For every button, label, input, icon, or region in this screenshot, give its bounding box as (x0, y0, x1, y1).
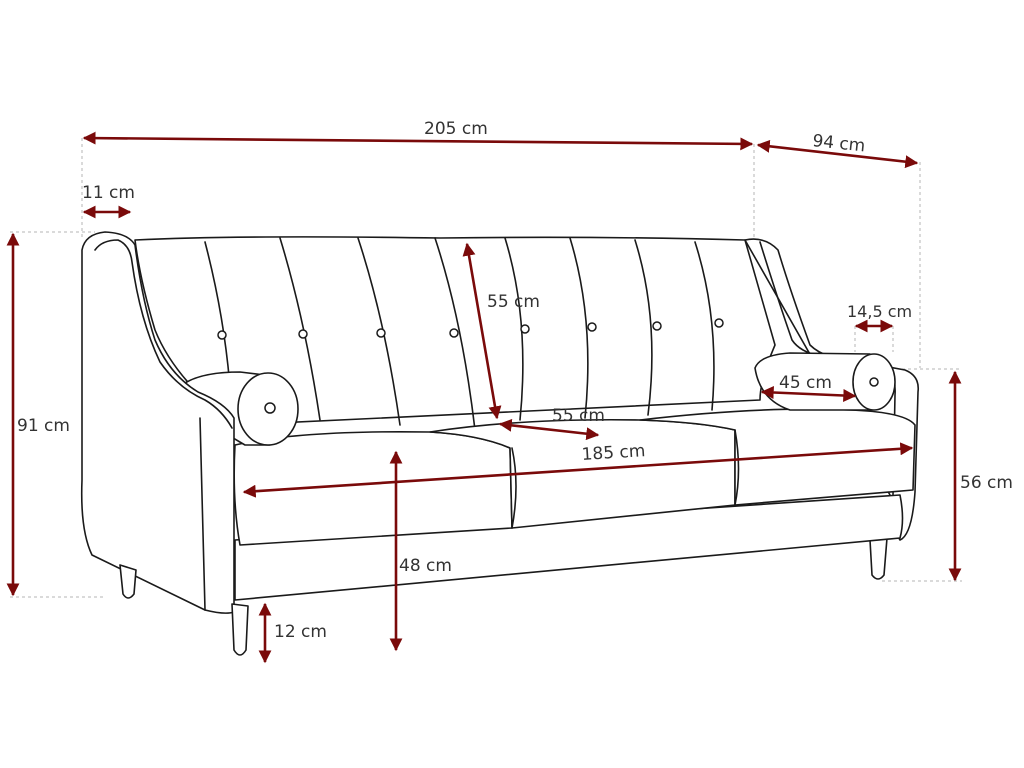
leg-right-back (869, 537, 888, 580)
dimension-arrows (6, 131, 962, 664)
label-back-height: 55 cm (487, 292, 540, 312)
label-bolster-diameter: 14,5 cm (847, 302, 912, 321)
tufting-buttons (217, 318, 724, 340)
label-seat-width: 185 cm (581, 441, 646, 465)
seat-cushion-left (233, 430, 513, 546)
label-arm-height: 56 cm (960, 473, 1013, 493)
label-total-width: 205 cm (424, 119, 488, 139)
label-leg-height: 12 cm (274, 622, 327, 642)
arm-left (80, 231, 235, 614)
leg-left-back (119, 564, 137, 599)
dimension-labels: 205 cm 94 cm 11 cm 91 cm 55 cm 55 cm 185… (17, 119, 1013, 642)
label-bolster-length: 45 cm (779, 373, 832, 393)
label-total-height: 91 cm (17, 416, 70, 436)
label-seat-depth: 55 cm (552, 406, 605, 426)
leg-left-front (231, 603, 249, 656)
label-seat-height: 48 cm (399, 556, 452, 576)
sofa-illustration (80, 231, 920, 656)
label-arm-width: 11 cm (82, 183, 135, 203)
